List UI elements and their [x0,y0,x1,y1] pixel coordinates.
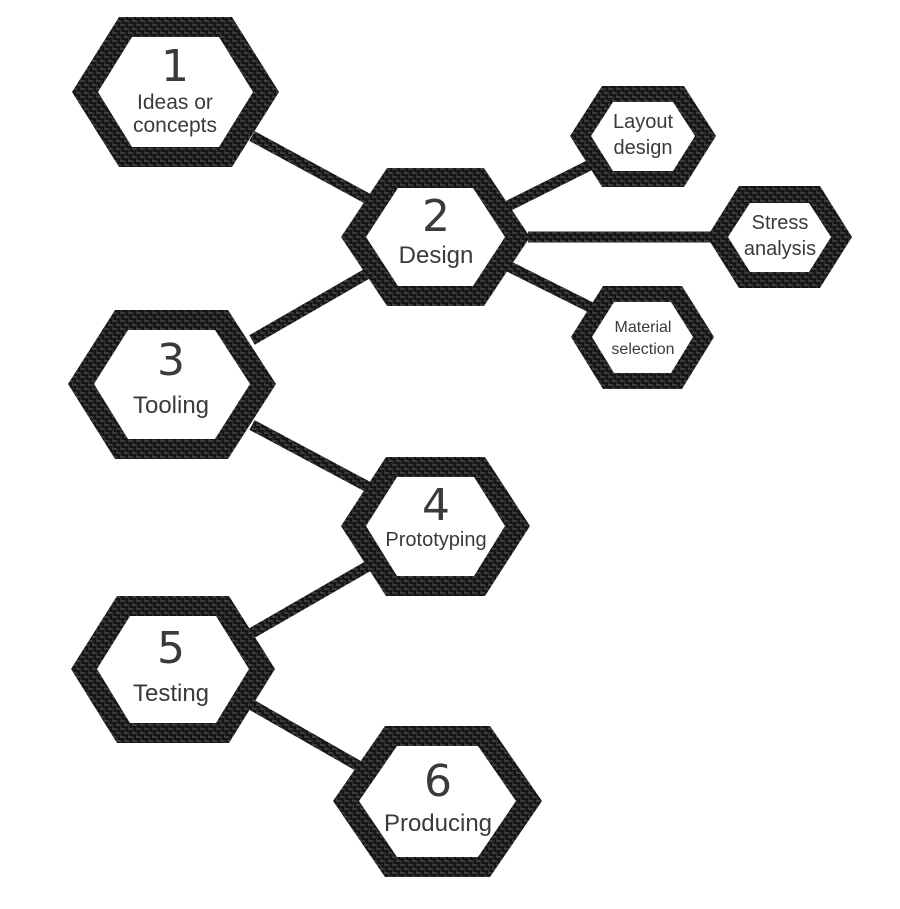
hexagon-inner [591,102,695,171]
node-label-line-1: Material [615,319,672,336]
connector-prototyping-testing [249,560,373,638]
hexagon-inner [97,616,249,723]
node-ideas-or-concepts: 1 Ideas or concepts [72,17,279,167]
node-label: Testing [133,680,209,707]
node-label-line-1: Layout [613,111,673,133]
node-testing: 5 Testing [71,596,275,743]
node-number: 3 [157,335,185,386]
node-label-line-2: concepts [133,114,217,137]
node-label: Design [399,242,474,269]
hexagon-inner [359,746,516,857]
node-material-selection: Material selection [571,286,714,389]
connector-ideas-design [249,131,373,205]
node-label-line-2: design [614,137,673,159]
hexagon-inner [98,37,253,147]
node-number: 2 [422,191,450,242]
node-label-line-2: selection [611,341,674,358]
connectors [249,131,720,773]
connector-tooling-prototyping [249,420,373,493]
node-stress-analysis: Stress analysis [707,186,852,288]
node-label: Prototyping [385,529,486,551]
node-number: 4 [422,480,450,531]
connector-design-tooling [249,267,373,345]
node-label-line-1: Stress [752,212,809,234]
node-tooling: 3 Tooling [68,310,276,459]
node-design: 2 Design [341,168,530,306]
node-number: 6 [424,756,452,807]
connector-testing-producing [249,700,365,773]
node-producing: 6 Producing [333,726,542,877]
hexagon-inner [366,477,505,576]
node-label-line-1: Ideas or [137,91,213,114]
connector-design-material [505,261,603,317]
node-number: 5 [157,623,185,674]
hexagon-inner [728,203,831,272]
hexagon-inner [592,302,693,373]
node-number: 1 [161,41,189,92]
connector-design-layout [505,155,603,211]
node-prototyping: 4 Prototyping [341,457,530,596]
node-label-line-2: analysis [744,238,816,260]
node-label: Tooling [133,392,209,419]
hexagon-inner [366,188,505,286]
node-label: Producing [384,810,492,837]
hexagon-inner [94,330,250,439]
node-layout-design: Layout design [570,86,716,187]
